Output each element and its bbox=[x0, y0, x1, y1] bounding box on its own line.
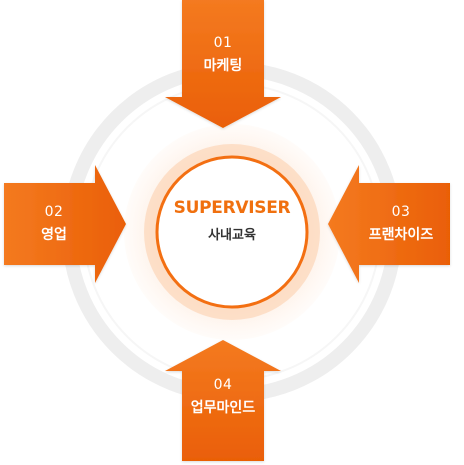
center-label: SUPERVISER 사내교육 bbox=[132, 198, 332, 243]
center-disk bbox=[155, 155, 309, 309]
center-title: SUPERVISER bbox=[173, 198, 291, 218]
arrow-work-mind bbox=[165, 340, 281, 461]
arrow-marketing bbox=[165, 0, 281, 128]
arrow-sales bbox=[4, 165, 126, 283]
center-subtitle: 사내교육 bbox=[208, 228, 256, 243]
arrow-franchise bbox=[328, 165, 450, 283]
